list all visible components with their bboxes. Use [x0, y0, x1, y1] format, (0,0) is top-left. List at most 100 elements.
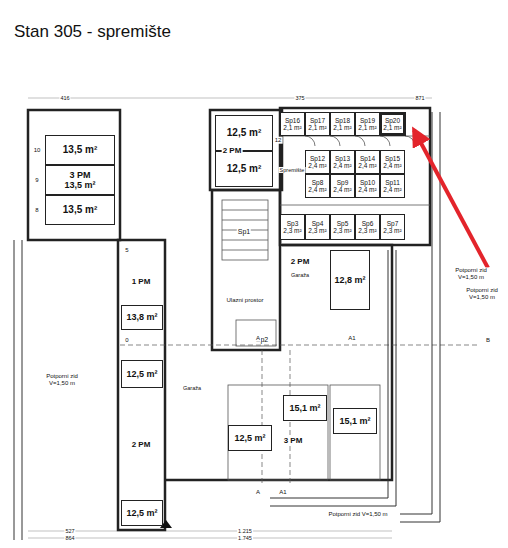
area-value: 2,3 m² — [358, 227, 376, 234]
area-value: 15,1 m² — [289, 403, 320, 413]
plan-label: 8 — [34, 207, 39, 214]
parking-space: 12,5 m² — [215, 151, 273, 187]
unit-name: Sp10 — [360, 179, 375, 186]
area-value: 2,1 m² — [308, 124, 326, 131]
plan-label: 3 PM — [283, 437, 304, 446]
unit-name: Sp16 — [285, 117, 300, 124]
dimension: 1.745 — [237, 535, 253, 541]
retaining-walls — [14, 112, 440, 540]
storage-unit: Sp122,4 m² — [305, 150, 330, 174]
plan-label: 2 PM — [131, 441, 152, 450]
parking-space: 12,5 m² — [228, 425, 272, 451]
dimension: 871 — [414, 95, 425, 101]
plan-label: Ulazni prostor — [219, 297, 271, 304]
parking-space: 13,5 m² — [45, 195, 115, 225]
dimension: 864 — [64, 535, 75, 541]
storage-unit: Sp162,1 m² — [280, 112, 305, 136]
storage-unit: Sp152,4 m² — [380, 150, 405, 174]
plan-label: 2 PM — [222, 147, 243, 156]
storage-unit: Sp182,1 m² — [330, 112, 355, 136]
area-value: 2,1 m² — [358, 124, 376, 131]
dimension: A — [255, 489, 261, 496]
area-value: 2,3 m² — [333, 227, 351, 234]
area-value: 2,3 m² — [383, 227, 401, 234]
area-value: 2,4 m² — [333, 162, 351, 169]
area-value: 2,4 m² — [308, 186, 326, 193]
unit-name: Sp17 — [310, 117, 325, 124]
unit-name: Sp13 — [335, 155, 350, 162]
parking-space: 13,5 m² — [45, 135, 115, 165]
area-value: 2,3 m² — [308, 227, 326, 234]
storage-unit: Sp132,4 m² — [330, 150, 355, 174]
dimension: A1 — [278, 489, 287, 496]
unit-name: Sp4 — [312, 220, 324, 227]
plan-label: Garaža — [290, 272, 310, 278]
parking-space: 15,1 m² — [283, 395, 327, 421]
plan-label: 9 — [34, 177, 39, 184]
plan-label: Potporni zid V=1,50 m — [327, 511, 389, 518]
storage-unit: Sp112,4 m² — [380, 174, 405, 198]
plan-label: Sp1 — [237, 228, 251, 236]
plan-label: Garaža — [182, 385, 202, 391]
storage-unit: Sp102,4 m² — [355, 174, 380, 198]
plan-label: Potporni zid V=1,50 m — [446, 267, 496, 280]
area-value: 2,4 m² — [308, 162, 326, 169]
area-value: 2,1 m² — [383, 124, 401, 131]
storage-unit: Sp32,3 m² — [280, 214, 305, 240]
unit-name: Sp7 — [387, 220, 399, 227]
area-value: 13,5 m² — [64, 180, 95, 190]
area-value: 2,4 m² — [383, 186, 401, 193]
parking-space: 15,1 m² — [333, 408, 377, 434]
unit-name: Sp11 — [385, 179, 400, 186]
area-value: 3 PM — [69, 170, 90, 180]
area-value: 12,8 m² — [334, 275, 365, 285]
unit-name: Sp6 — [362, 220, 374, 227]
area-value: 2,1 m² — [333, 124, 351, 131]
plan-label: 5 — [124, 247, 129, 254]
section-lines — [120, 345, 480, 485]
plan-label: 10 — [33, 147, 42, 154]
storage-unit: Sp192,1 m² — [355, 112, 380, 136]
unit-name: Sp9 — [337, 179, 349, 186]
storage-unit: Sp52,3 m² — [330, 214, 355, 240]
storage-unit: Sp172,1 m² — [305, 112, 330, 136]
area-value: 2,4 m² — [358, 186, 376, 193]
plan-label: 1 PM — [131, 278, 152, 287]
unit-name: Sp8 — [312, 179, 324, 186]
area-value: 12,5 m² — [227, 127, 261, 139]
storage-unit: Sp82,4 m² — [305, 174, 330, 198]
dimension: A1 — [347, 335, 356, 342]
area-value: 12,5 m² — [227, 163, 261, 175]
unit-name: Sp12 — [310, 155, 325, 162]
area-value: 2,4 m² — [383, 162, 401, 169]
area-value: 13,5 m² — [63, 144, 97, 156]
page-title: Stan 305 - spremište — [14, 22, 171, 42]
parking-space: 13,8 m² — [121, 305, 163, 330]
unit-name: Sp15 — [385, 155, 400, 162]
area-value: 2,4 m² — [333, 186, 351, 193]
area-value: 15,1 m² — [339, 416, 370, 426]
dimension: 527 — [64, 528, 75, 534]
plan-label: 2 PM — [290, 258, 311, 267]
plan-label: Potporni zid V=1,50 m — [37, 373, 87, 386]
unit-name: Sp14 — [360, 155, 375, 162]
parking-space: 3 PM13,5 m² — [45, 165, 115, 195]
unit-name: Sp18 — [335, 117, 350, 124]
unit-name: Sp20 — [385, 117, 400, 124]
dimension: 375 — [294, 95, 305, 101]
storage-unit: Sp42,3 m² — [305, 214, 330, 240]
area-value: 12,5 m² — [126, 508, 157, 518]
dimension: B — [485, 337, 491, 344]
plan-label: 12 — [274, 137, 283, 144]
pointer-arrow — [414, 130, 488, 268]
area-value: 12,5 m² — [126, 369, 157, 379]
storage-unit: Sp202,1 m² — [379, 112, 406, 136]
plan-label: Spremište — [279, 167, 306, 173]
walls — [28, 108, 430, 530]
storage-unit: Sp62,3 m² — [355, 214, 380, 240]
area-value: 2,4 m² — [358, 162, 376, 169]
parking-space: 12,5 m² — [121, 500, 163, 526]
storage-unit: Sp72,3 m² — [380, 214, 405, 240]
